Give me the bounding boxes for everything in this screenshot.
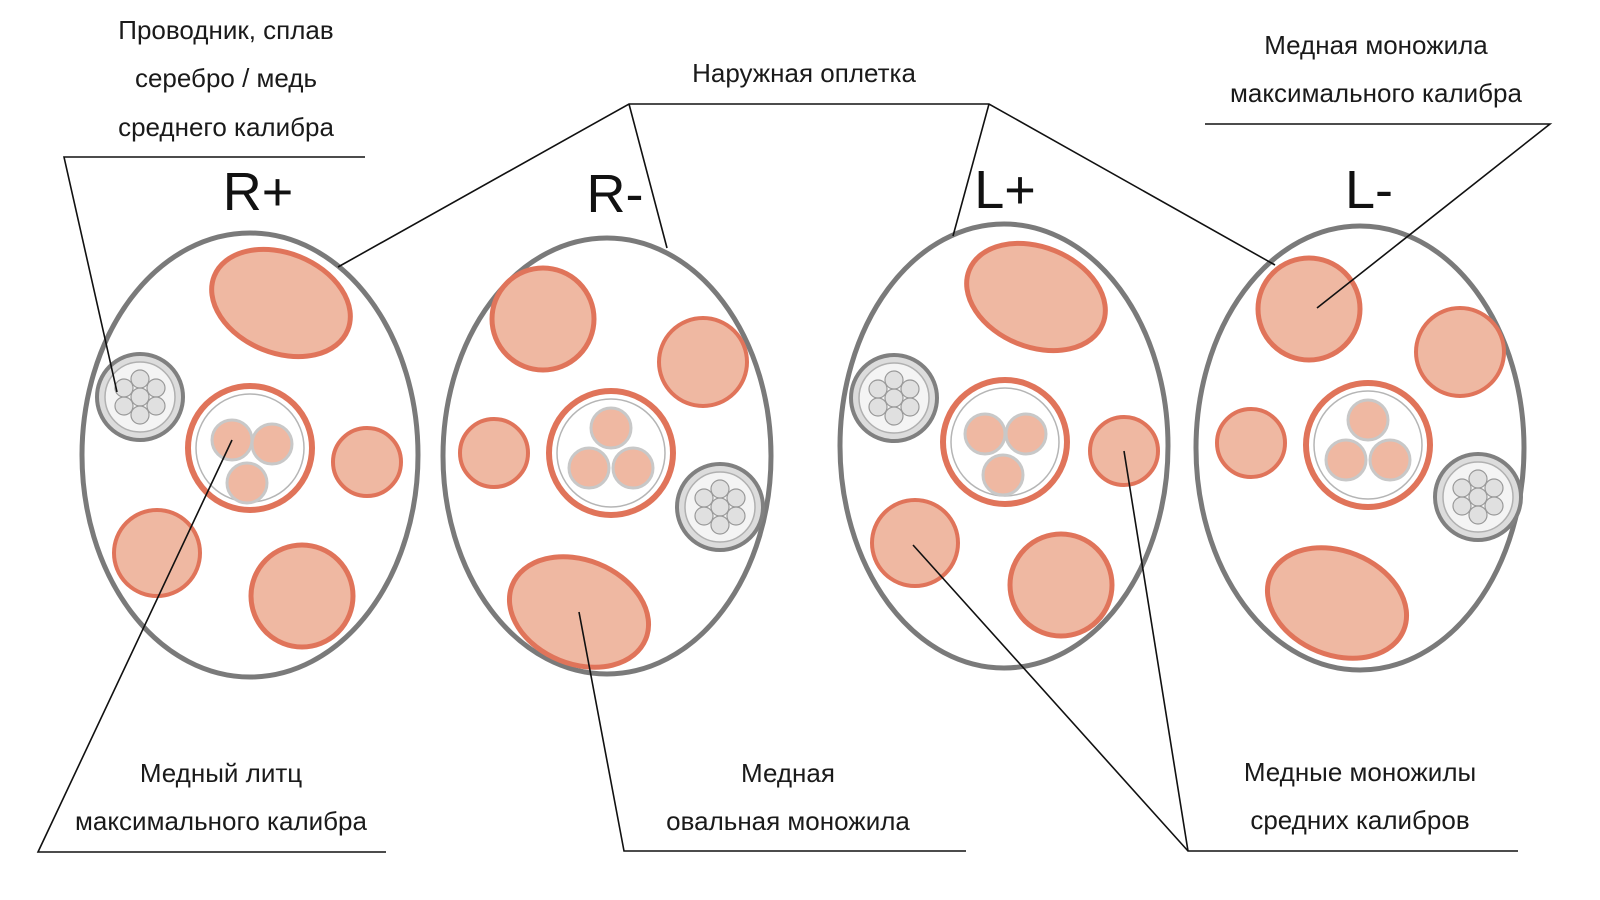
conductor-l-plus: L+ (837, 160, 1171, 671)
label-silver-alloy: Проводник, сплав серебро / медь среднего… (118, 15, 334, 142)
label-line: средних калибров (1250, 805, 1469, 835)
copper-litz-bundle (1303, 380, 1433, 510)
leader-copper-oval-solid (578, 611, 966, 852)
silver-alloy-bundle (95, 352, 185, 442)
conductor-label-r-minus: R- (587, 164, 644, 224)
label-line: Наружная оплетка (692, 58, 916, 88)
silver-alloy-bundle (1433, 452, 1523, 542)
conductor-r-minus: R- (440, 164, 774, 677)
leader-copper-litz-max (36, 439, 386, 853)
copper-litz-bundle (940, 377, 1070, 507)
leader-lines (36, 103, 1553, 853)
conductor-l-minus: L- (1193, 160, 1527, 673)
label-line: Медный литц (140, 758, 302, 788)
copper-solid-wire (331, 426, 403, 498)
leader-copper-solids-medium (1123, 450, 1189, 852)
label-copper-solids-medium: Медные моножилы средних калибров (1244, 757, 1476, 835)
copper-solid-wire (458, 417, 530, 489)
label-line: Проводник, сплав (118, 15, 333, 45)
label-line: максимального калибра (1230, 78, 1522, 108)
copper-litz-bundle (546, 388, 676, 518)
silver-alloy-bundle (675, 462, 765, 552)
copper-solid-wire (1007, 531, 1115, 639)
conductor-r-plus: R+ (79, 162, 421, 680)
copper-oval-wire (964, 240, 1108, 354)
label-line: Медная моножила (1264, 30, 1488, 60)
copper-solid-wire (657, 316, 749, 408)
conductor-label-l-plus: L+ (974, 160, 1036, 220)
label-line: Медные моножилы (1244, 757, 1476, 787)
label-line: овальная моножила (666, 806, 910, 836)
label-line: максимального калибра (75, 806, 367, 836)
leader-outer-braid (952, 103, 990, 237)
copper-solid-wire (248, 542, 356, 650)
conductor-label-l-minus: L- (1345, 160, 1393, 220)
label-line: среднего калибра (118, 112, 334, 142)
leader-outer-braid (337, 103, 1276, 268)
leader-outer-braid (628, 103, 668, 249)
label-copper-oval-solid: Медная овальная моножила (666, 758, 910, 836)
label-copper-solid-max: Медная моножила максимального калибра (1230, 30, 1522, 108)
copper-solid-wire (870, 498, 960, 588)
copper-solid-wire (112, 508, 202, 598)
copper-oval-wire (209, 246, 353, 360)
copper-solid-wire (1215, 407, 1287, 479)
label-line: серебро / медь (135, 63, 317, 93)
copper-litz-bundle (185, 383, 315, 513)
label-line: Медная (741, 758, 835, 788)
copper-oval-wire (1264, 545, 1410, 661)
leader-copper-solid-max (1205, 123, 1553, 309)
label-copper-litz-max: Медный литц максимального калибра (75, 758, 367, 836)
copper-solid-wire (1255, 255, 1363, 363)
conductor-label-r-plus: R+ (223, 162, 294, 222)
silver-alloy-bundle (849, 353, 939, 443)
copper-solid-wire (489, 265, 597, 373)
leader-silver-alloy (62, 156, 365, 393)
label-outer-braid: Наружная оплетка (692, 58, 916, 88)
copper-solid-wire (1414, 306, 1506, 398)
